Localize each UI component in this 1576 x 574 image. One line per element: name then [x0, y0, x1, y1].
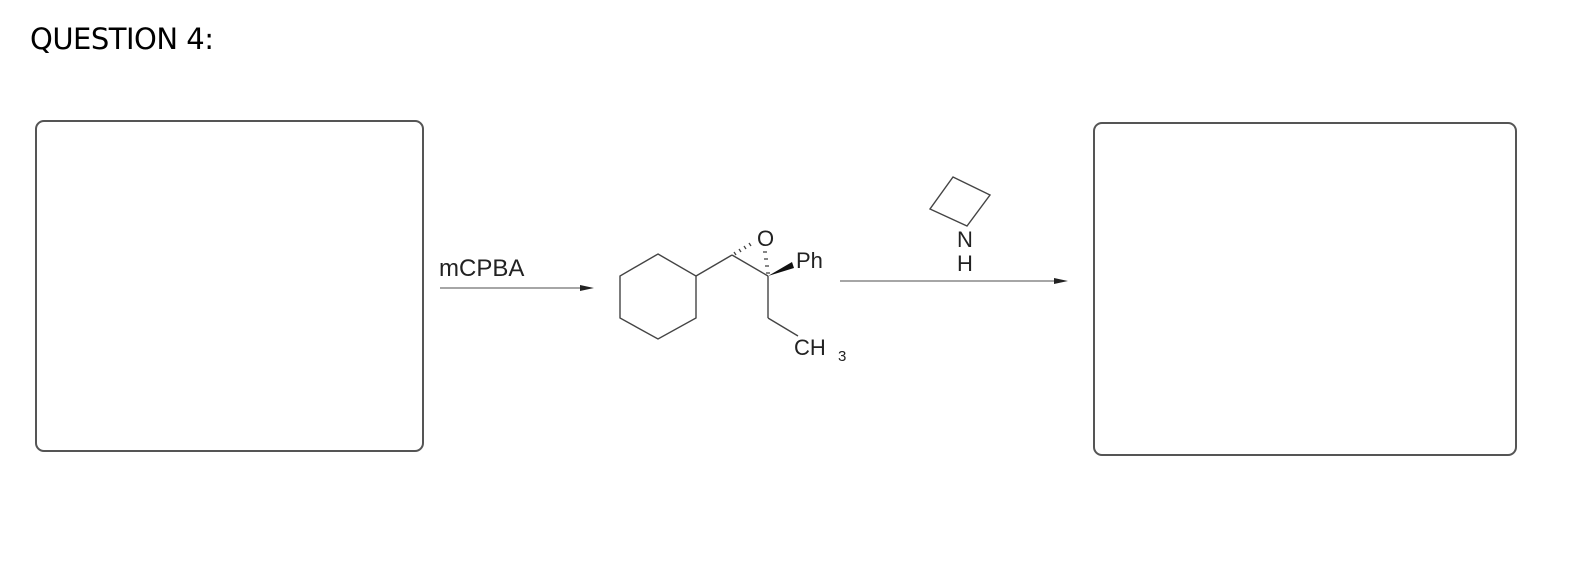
azetidine-ring [928, 176, 992, 227]
methyl-label: CH [794, 335, 826, 360]
hashed-co-bond-right [763, 251, 770, 274]
starting-material-answer-box[interactable] [35, 120, 424, 452]
cyclohexane-ring [619, 253, 697, 340]
mcpba-reaction-arrow [440, 285, 594, 291]
epoxide-oxygen-label: O [757, 226, 774, 251]
epoxide-structure [619, 242, 799, 340]
hashed-co-bond-left [733, 242, 752, 256]
product-answer-box[interactable] [1093, 122, 1517, 456]
wedge-bond-phenyl [768, 262, 794, 276]
ring-to-epoxide-bond [695, 254, 733, 277]
amine-reaction-arrow [840, 278, 1068, 284]
azetidine-nitrogen-label: N [957, 227, 973, 252]
methyl-subscript: 3 [838, 348, 846, 365]
phenyl-label: Ph [796, 248, 823, 273]
epoxide-cc-bond [731, 254, 769, 277]
ethyl-bond-2 [767, 317, 799, 337]
question-title: QUESTION 4: [30, 22, 214, 56]
azetidine-hydrogen-label: H [957, 251, 973, 276]
mcpba-reagent-label: mCPBA [439, 255, 524, 282]
